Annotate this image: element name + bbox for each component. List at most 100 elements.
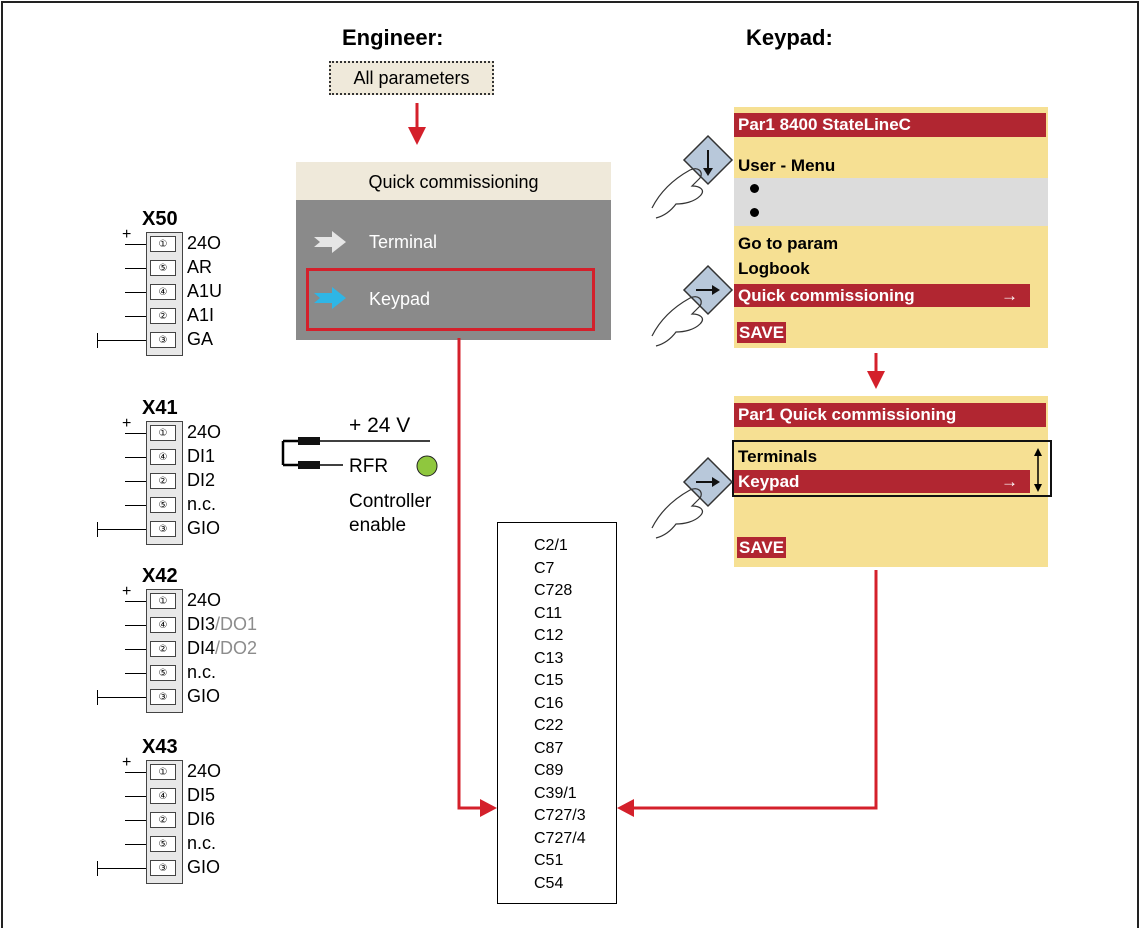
qc-option-keypad-row[interactable]: Keypad →	[734, 470, 1030, 493]
ground-tick-icon	[97, 690, 98, 705]
keypad-header: Keypad:	[746, 25, 833, 50]
all-parameters-button[interactable]: All parameters	[329, 61, 494, 95]
save-button[interactable]: SAVE	[737, 322, 787, 343]
terminal-pin: ①	[150, 764, 176, 780]
ground-tick-icon	[97, 333, 98, 348]
parameter-code: C15	[534, 672, 564, 689]
terminal-pin: ④	[150, 449, 176, 465]
terminal-pin: ⑤	[150, 497, 176, 513]
ground-tick-icon	[97, 522, 98, 537]
terminal-pin-label: A1U	[187, 281, 223, 301]
save-button[interactable]: SAVE	[737, 537, 787, 558]
terminal-pin-label: n.c.	[187, 494, 217, 514]
quick-commissioning-title: Quick commissioning	[296, 162, 611, 200]
parameter-code: C2/1	[534, 537, 568, 554]
terminal-pin-label: AR	[187, 257, 213, 277]
terminal-pin: ③	[150, 689, 176, 705]
terminal-wire	[125, 316, 146, 317]
parameter-code: C727/4	[534, 829, 586, 847]
menu-quick-commissioning[interactable]: Quick commissioning →	[734, 284, 1030, 307]
parameter-code: C7	[534, 559, 555, 577]
terminal-pin-label: DI4/DO2	[187, 638, 258, 658]
qc-option-keypad-selected[interactable]	[306, 268, 595, 331]
terminal-wire	[125, 457, 146, 458]
parameter-code: C728	[534, 582, 573, 599]
terminal-wire	[97, 529, 146, 530]
parameter-code: C12	[534, 627, 564, 644]
terminal-pin: ④	[150, 284, 176, 300]
terminal-wire	[125, 268, 146, 269]
terminal-pin: ③	[150, 332, 176, 348]
terminal-wire	[125, 796, 146, 797]
terminal-x50-title: X50	[142, 208, 178, 230]
rfr-label: RFR	[349, 456, 389, 477]
terminal-wire	[125, 292, 146, 293]
qc-title-bar: Par1 Quick commissioning	[734, 403, 1046, 427]
qc-option-keypad[interactable]: Keypad	[369, 289, 431, 309]
controller-label: Controller	[349, 491, 432, 512]
terminal-pin: ⑤	[150, 836, 176, 852]
terminal-pin-label: DI6	[187, 809, 216, 829]
terminal-x41-title: X41	[142, 397, 178, 419]
parameter-code: C89	[534, 762, 564, 779]
terminal-wire	[125, 601, 146, 602]
plus-sign: +	[122, 754, 132, 771]
plus-sign: +	[122, 226, 132, 243]
plus-sign: +	[122, 415, 132, 432]
terminal-wire	[97, 340, 146, 341]
terminal-wire	[125, 481, 146, 482]
terminal-pin-label: DI3/DO1	[187, 614, 258, 634]
terminal-pin: ①	[150, 236, 176, 252]
terminal-wire	[125, 820, 146, 821]
qc-option-terminal[interactable]: Terminal	[369, 232, 438, 252]
right-arrow-icon: →	[1001, 472, 1018, 491]
terminal-pin-label: n.c.	[187, 662, 217, 682]
terminal-pin-label: 24O	[187, 590, 222, 610]
terminal-wire	[125, 505, 146, 506]
parameter-code: C51	[534, 852, 564, 869]
menu-go-to-param[interactable]: Go to param	[738, 234, 839, 253]
terminal-pin-label: 24O	[187, 422, 222, 442]
qc-option-terminals[interactable]: Terminals	[738, 447, 818, 466]
terminal-x43-title: X43	[142, 736, 178, 758]
terminal-pin-label: 24O	[187, 761, 222, 781]
parameter-code: C87	[534, 739, 564, 757]
bullet-icon	[750, 184, 759, 193]
menu-placeholder-area	[734, 178, 1048, 226]
terminal-pin: ④	[150, 788, 176, 804]
qc-keypad-label: Keypad	[738, 472, 800, 491]
terminal-wire	[125, 244, 146, 245]
right-arrow-icon: →	[1001, 286, 1018, 305]
parameter-code: C16	[534, 694, 564, 712]
terminal-pin-label: GIO	[187, 857, 221, 877]
terminal-wire	[97, 697, 146, 698]
parameter-code: C39/1	[534, 784, 577, 802]
terminal-pin: ①	[150, 425, 176, 441]
menu-quick-commissioning-label: Quick commissioning	[738, 286, 915, 305]
terminal-pin: ④	[150, 617, 176, 633]
terminal-pin-label: A1I	[187, 305, 215, 325]
terminal-wire	[125, 673, 146, 674]
terminal-x42-title: X42	[142, 565, 178, 587]
parameter-code: C11	[534, 604, 563, 622]
enable-label: enable	[349, 515, 407, 536]
terminal-pin-label: GIO	[187, 518, 221, 538]
user-menu-label: User - Menu	[738, 156, 836, 175]
plus-sign: +	[122, 583, 132, 600]
terminal-wire	[97, 868, 146, 869]
menu-logbook[interactable]: Logbook	[738, 259, 810, 278]
terminal-alt-function: /DO1	[215, 614, 258, 634]
voltage-label: + 24 V	[349, 414, 411, 437]
terminal-pin-label: GIO	[187, 686, 221, 706]
terminal-pin: ③	[150, 521, 176, 537]
terminal-alt-function: /DO2	[215, 638, 258, 658]
engineer-header: Engineer:	[342, 25, 444, 50]
terminal-pin: ②	[150, 641, 176, 657]
terminal-pin: ②	[150, 473, 176, 489]
keypad-screen-main	[734, 107, 1048, 348]
parameter-code: C13	[534, 649, 564, 667]
terminal-pin-label: GA	[187, 329, 214, 349]
terminal-pin-label: 24O	[187, 233, 222, 253]
terminal-wire	[125, 844, 146, 845]
